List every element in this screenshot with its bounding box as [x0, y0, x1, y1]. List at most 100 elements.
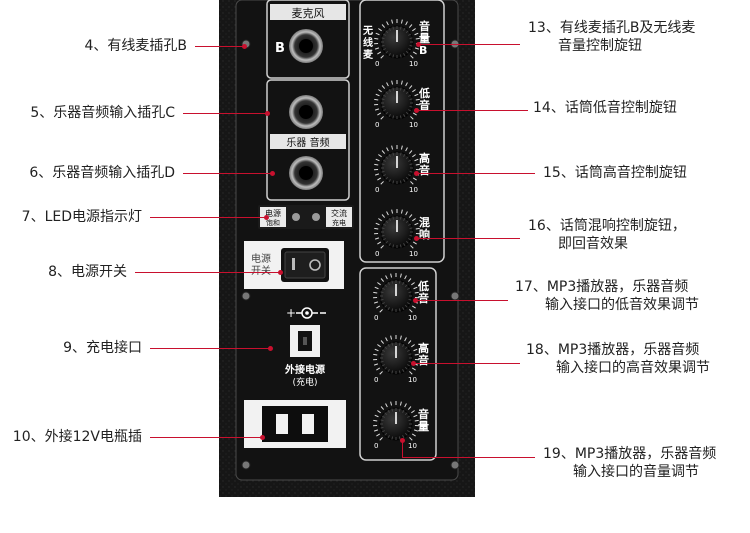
knob-right-text: 音: [418, 407, 429, 421]
left-label-2: 5、乐器音频输入插孔C: [30, 105, 175, 121]
knob-right-text: 低: [417, 279, 429, 293]
right-label-line2: 音量控制旋钮: [558, 38, 642, 54]
right-label-line1: 16、话筒混响控制旋钮，: [528, 218, 686, 234]
leader-left-2: [183, 113, 267, 114]
leader-dot: [411, 361, 416, 366]
knob-scale-low: 0: [374, 376, 378, 384]
leader-dot: [416, 42, 421, 47]
leader-dot: [414, 108, 419, 113]
knob-right-text: B: [419, 44, 427, 57]
dc-symbol: +: [286, 306, 326, 320]
leader-right-19-v: [402, 440, 403, 457]
led-ac: [312, 213, 320, 221]
leader-dot: [278, 270, 283, 275]
instrument-jack-frame: [266, 79, 350, 201]
knob-scale-high: 10: [409, 250, 418, 258]
leader-right-18: [413, 363, 520, 364]
leader-dot: [264, 215, 269, 220]
left-label-4: 7、LED电源指示灯: [21, 209, 142, 225]
leader-right-16: [416, 238, 520, 239]
mic-label: 麦克风: [292, 7, 325, 20]
knob-right-text: 音: [419, 163, 430, 177]
switch-label-2: 开关: [251, 264, 271, 277]
leader-right-13: [418, 44, 520, 45]
knob-scale-low: 0: [375, 121, 379, 129]
knob-right-text: 量: [419, 32, 430, 45]
knob-scale-low: 0: [375, 186, 379, 194]
leader-right-17: [415, 300, 508, 301]
right-label-15: 15、话筒高音控制旋钮: [543, 164, 687, 182]
leader-left-7: [150, 437, 262, 438]
leader-right-14: [416, 110, 528, 111]
leader-left-4: [150, 217, 266, 218]
instrument-label-bar: [270, 134, 346, 149]
right-label-19: 19、MP3播放器，乐器音频输入接口的音量调节: [543, 445, 716, 481]
right-label-line2: 输入接口的音量调节: [573, 464, 699, 480]
knob-right-text: 音: [418, 291, 429, 305]
right-label-line2: 即回音效果: [558, 236, 628, 252]
leader-left-1: [195, 46, 244, 47]
knob-right-text: 音: [419, 19, 430, 33]
knob-frame-lower: [359, 267, 437, 461]
knob-right-text: 高: [418, 341, 429, 355]
knob-scale-low: 0: [374, 442, 378, 450]
left-label-5: 8、电源开关: [48, 264, 127, 280]
led-ac-sub: 充电: [332, 218, 346, 227]
right-label-14: 14、话筒低音控制旋钮: [533, 99, 677, 117]
knob-scale-low: 0: [374, 314, 378, 322]
left-label-6: 9、充电接口: [63, 340, 142, 356]
mic-jack-frame: [266, 0, 350, 79]
leader-dot: [414, 236, 419, 241]
svg-text:+: +: [286, 306, 296, 320]
knob-right-text: 量: [418, 420, 429, 433]
right-label-line2: 输入接口的低音效果调节: [545, 297, 699, 313]
leader-dot: [242, 44, 247, 49]
battery-socket: [262, 406, 328, 442]
knob-scale-high: 10: [409, 186, 418, 194]
leader-dot: [260, 435, 265, 440]
screw: [450, 460, 460, 470]
right-label-17: 17、MP3播放器，乐器音频输入接口的低音效果调节: [515, 278, 699, 314]
knob-scale-high: 10: [408, 442, 417, 450]
knob-left-text: 线: [363, 36, 373, 49]
knob-right-text: 混: [419, 215, 430, 229]
leader-dot: [265, 111, 270, 116]
knob-upper-2[interactable]: 0 10 高音: [374, 145, 430, 194]
leader-right-15: [416, 173, 535, 174]
left-label-7: 10、外接12V电瓶插: [12, 429, 142, 445]
knob-frame-upper: [359, 0, 445, 263]
dc-title: 外接电源: [284, 363, 325, 376]
right-label-line1: 14、话筒低音控制旋钮: [533, 100, 677, 116]
led-power-label: 电源: [265, 208, 281, 218]
knob-lower-2[interactable]: 0 10 音量: [373, 401, 429, 450]
leader-dot: [270, 171, 275, 176]
led-power: [292, 213, 300, 221]
knob-lower-0[interactable]: 0 10 低音: [373, 273, 429, 322]
dc-sub: (充电): [292, 376, 317, 388]
leader-left-3: [183, 173, 272, 174]
mic-label-bar: [270, 4, 346, 20]
instrument-label: 乐器 音频: [286, 136, 329, 149]
screw: [450, 291, 460, 301]
right-label-line1: 13、有线麦插孔B及无线麦: [528, 20, 696, 36]
knob-scale-high: 10: [408, 314, 417, 322]
jack-b-letter: B: [275, 41, 285, 56]
leader-left-6: [150, 348, 270, 349]
screw: [241, 460, 251, 470]
knob-right-text: 高: [419, 151, 430, 165]
knob-scale-high: 10: [409, 60, 418, 68]
right-label-line1: 18、MP3播放器，乐器音频: [526, 342, 700, 358]
screw: [241, 291, 251, 301]
right-label-line2: 输入接口的高音效果调节: [556, 360, 710, 376]
led-ac-label: 交流: [331, 208, 347, 218]
right-label-18: 18、MP3播放器，乐器音频输入接口的高音效果调节: [526, 341, 710, 377]
leader-right-19: [402, 457, 535, 458]
knob-scale-high: 10: [409, 121, 418, 129]
switch-label-1: 电源: [251, 252, 271, 265]
knob-right-text: 低: [418, 86, 430, 100]
